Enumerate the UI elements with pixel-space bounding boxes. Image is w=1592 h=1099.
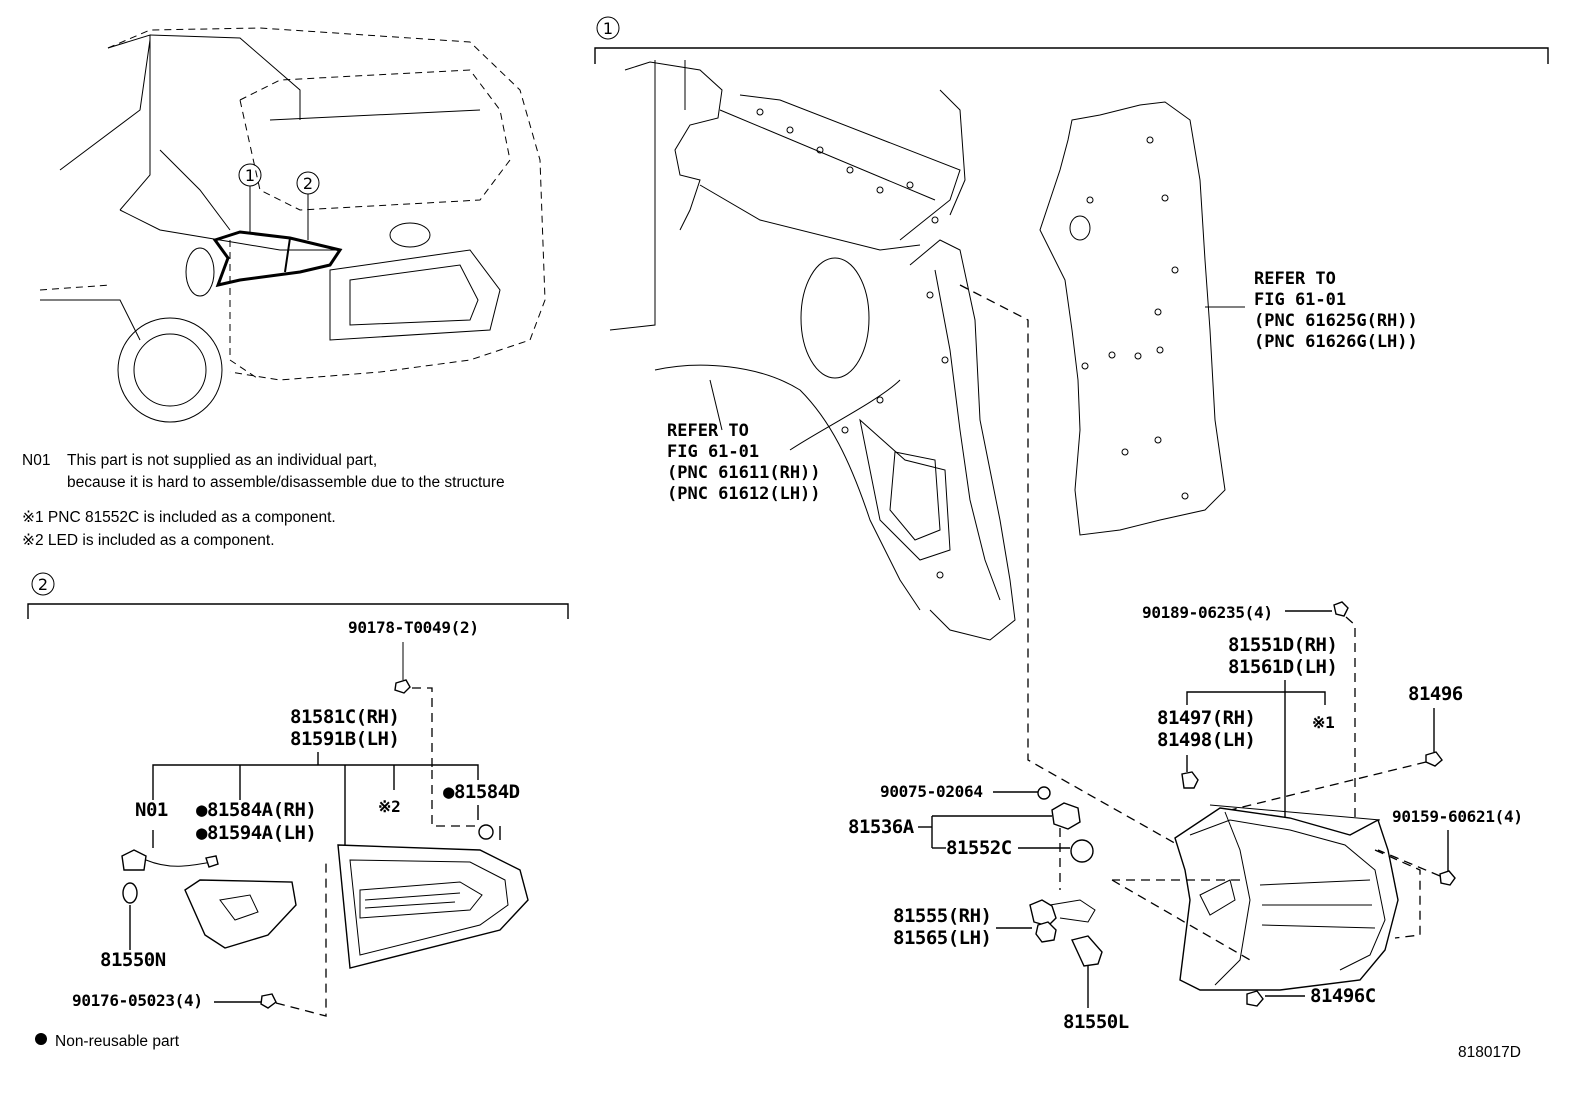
part-81496: 81496 bbox=[1408, 683, 1463, 705]
svg-text:2: 2 bbox=[303, 174, 313, 193]
note-star1: ※1 PNC 81552C is included as a component… bbox=[22, 509, 336, 526]
inner-panel-sketch bbox=[1039, 101, 1226, 536]
callout-1-marker bbox=[238, 163, 262, 187]
section-1: 1 REFER TO FIG 61 bbox=[594, 16, 1549, 1033]
svg-text:(PNC 61612(LH)): (PNC 61612(LH)) bbox=[667, 484, 821, 504]
part-81555-RH: 81555(RH) bbox=[893, 905, 991, 927]
part-90176-05023: 90176-05023(4) bbox=[72, 991, 203, 1010]
svg-text:2: 2 bbox=[38, 575, 48, 594]
diagram-id: 818017D bbox=[1458, 1044, 1521, 1061]
part-81497-RH: 81497(RH) bbox=[1157, 707, 1255, 729]
svg-text:(PNC 61625G(RH)): (PNC 61625G(RH)) bbox=[1254, 311, 1418, 331]
callout-mark-1: ※1 bbox=[1312, 713, 1334, 732]
part-81550N: 81550N bbox=[100, 949, 166, 971]
svg-text:1: 1 bbox=[603, 19, 613, 38]
svg-text:REFER TO: REFER TO bbox=[667, 421, 749, 441]
part-81565-LH: 81565(LH) bbox=[893, 927, 991, 949]
part-81552C: 81552C bbox=[946, 837, 1012, 859]
svg-text:FIG 61-01: FIG 61-01 bbox=[667, 442, 759, 462]
part-81584A-RH: ●81584A(RH) bbox=[196, 799, 316, 821]
n01-note-line1: This part is not supplied as an individu… bbox=[67, 452, 377, 469]
part-81581C-RH: 81581C(RH) bbox=[290, 706, 399, 728]
section-2-marker bbox=[31, 572, 55, 596]
part-81594A-LH: ●81594A(LH) bbox=[196, 822, 316, 844]
n01-note-code: N01 bbox=[22, 452, 50, 469]
rear-combination-lamp bbox=[1174, 804, 1399, 991]
part-81591B-LH: 81591B(LH) bbox=[290, 728, 399, 750]
part-N01: N01 bbox=[135, 799, 168, 821]
svg-text:REFER TO: REFER TO bbox=[1254, 269, 1336, 289]
part-81551D-RH: 81551D(RH) bbox=[1228, 634, 1337, 656]
part-81498-LH: 81498(LH) bbox=[1157, 729, 1255, 751]
section-1-marker bbox=[596, 16, 620, 40]
note-star2: ※2 LED is included as a component. bbox=[22, 532, 275, 549]
section-2: 2 90178-T0049(2) 81581C(RH) 81591B(LH) N… bbox=[27, 572, 569, 1050]
part-90189-06235: 90189-06235(4) bbox=[1142, 603, 1273, 622]
part-81561D-LH: 81561D(LH) bbox=[1228, 656, 1337, 678]
part-90159-60621: 90159-60621(4) bbox=[1392, 807, 1523, 826]
part-81496C: 81496C bbox=[1310, 985, 1376, 1007]
svg-text:FIG 61-01: FIG 61-01 bbox=[1254, 290, 1346, 310]
svg-text:(PNC 61626G(LH)): (PNC 61626G(LH)) bbox=[1254, 332, 1418, 352]
part-90178-T0049: 90178-T0049(2) bbox=[348, 618, 479, 637]
vehicle-overview: 1 2 bbox=[39, 27, 546, 423]
part-81536A: 81536A bbox=[848, 816, 915, 838]
part-81584D: ●81584D bbox=[443, 781, 520, 803]
legend-non-reusable: Non-reusable part bbox=[55, 1033, 180, 1050]
quarter-panel-sketch bbox=[609, 60, 1016, 641]
callout-2-marker bbox=[296, 171, 320, 195]
svg-text:1: 1 bbox=[245, 166, 255, 185]
reference-inner-panel: REFER TO FIG 61-01 (PNC 61625G(RH)) (PNC… bbox=[1254, 269, 1418, 352]
callout-mark-2: ※2 bbox=[378, 797, 400, 816]
n01-note-line2: because it is hard to assemble/disassemb… bbox=[67, 474, 505, 491]
part-81550L: 81550L bbox=[1063, 1011, 1129, 1033]
svg-text:(PNC 61611(RH)): (PNC 61611(RH)) bbox=[667, 463, 821, 483]
reference-quarter-panel: REFER TO FIG 61-01 (PNC 61611(RH)) (PNC … bbox=[667, 421, 821, 504]
part-90075-02064: 90075-02064 bbox=[880, 782, 983, 801]
notes: N01 This part is not supplied as an indi… bbox=[22, 452, 505, 549]
